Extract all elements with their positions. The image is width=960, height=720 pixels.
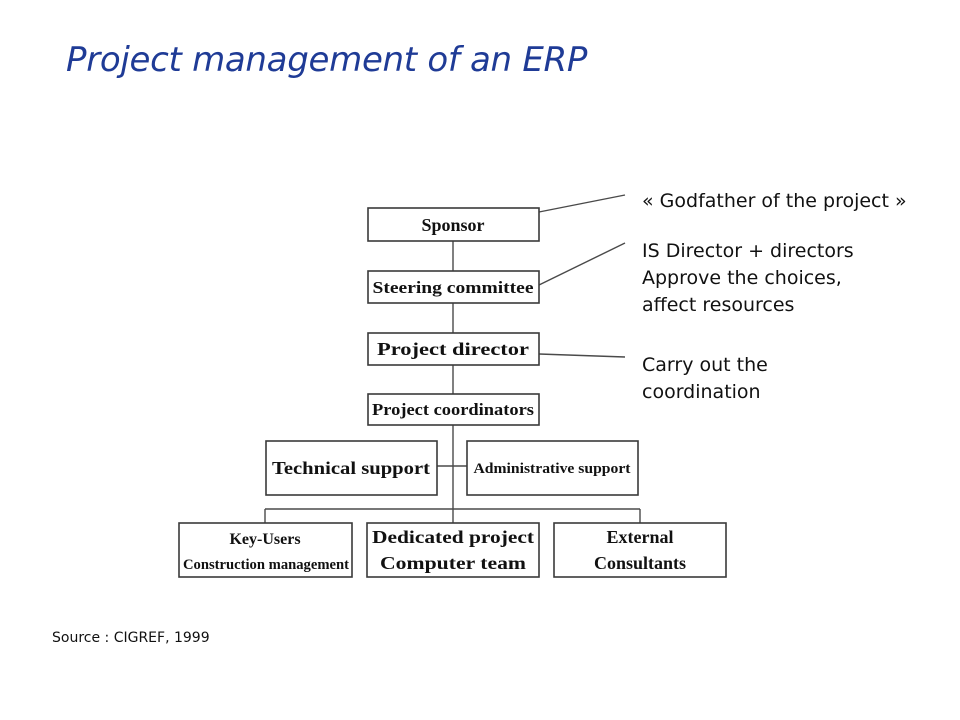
box-steering-committee: Steering committee bbox=[367, 270, 540, 304]
box-technical-support: Technical support bbox=[265, 440, 438, 496]
box-project-director: Project director bbox=[367, 332, 540, 366]
box-sponsor: Sponsor bbox=[367, 207, 540, 242]
box-key-users-line1: Key-Users bbox=[229, 531, 300, 548]
box-project-director-label: Project director bbox=[377, 339, 529, 359]
box-dedicated-team-line2: Computer team bbox=[380, 553, 526, 573]
annotation-steering-line1: IS Director + directors bbox=[642, 240, 854, 262]
leader-sponsor bbox=[538, 194, 626, 213]
page-title: Project management of an ERP bbox=[66, 40, 588, 80]
box-administrative-support: Administrative support bbox=[466, 440, 639, 496]
box-external-consultants-line2: Consultants bbox=[594, 553, 686, 573]
source-citation: Source : CIGREF, 1999 bbox=[52, 630, 210, 646]
box-dedicated-team: Dedicated project Computer team bbox=[366, 522, 540, 578]
annotation-director-line2: coordination bbox=[642, 381, 761, 403]
box-project-coordinators-label: Project coordinators bbox=[372, 400, 534, 419]
box-external-consultants-line1: External bbox=[607, 527, 674, 547]
annotation-sponsor-line: « Godfather of the project » bbox=[642, 190, 907, 212]
box-key-users: Key-Users Construction management bbox=[178, 522, 353, 578]
annotation-sponsor: « Godfather of the project » bbox=[642, 188, 907, 215]
annotation-steering: IS Director + directors Approve the choi… bbox=[642, 238, 854, 319]
annotation-steering-line2: Approve the choices, bbox=[642, 267, 842, 289]
annotation-steering-line3: affect resources bbox=[642, 294, 795, 316]
leader-director bbox=[538, 353, 626, 358]
annotation-director-line1: Carry out the bbox=[642, 354, 768, 376]
box-administrative-support-label: Administrative support bbox=[474, 461, 631, 477]
box-steering-committee-label: Steering committee bbox=[373, 278, 535, 297]
leader-steering bbox=[538, 242, 626, 286]
box-key-users-line2: Construction management bbox=[183, 557, 349, 573]
annotation-director: Carry out the coordination bbox=[642, 352, 768, 406]
box-external-consultants: External Consultants bbox=[553, 522, 727, 578]
box-sponsor-label: Sponsor bbox=[421, 215, 484, 235]
box-project-coordinators: Project coordinators bbox=[367, 393, 540, 426]
box-technical-support-label: Technical support bbox=[272, 458, 430, 478]
box-dedicated-team-line1: Dedicated project bbox=[372, 527, 534, 547]
